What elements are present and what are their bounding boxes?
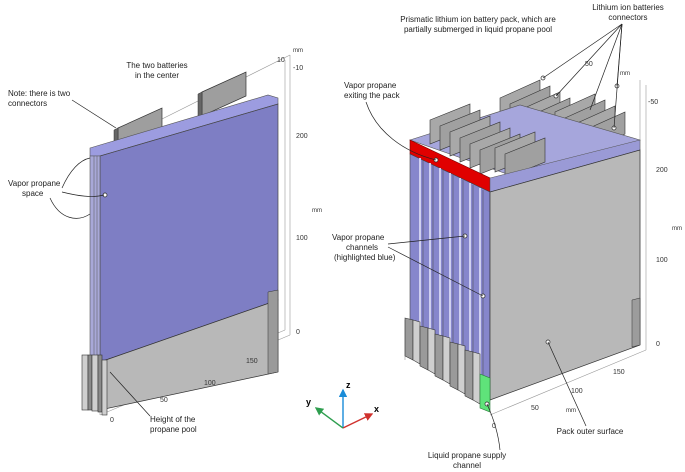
right-tick-x-1: 150 (613, 369, 625, 376)
left-tick-top-2: -10 (293, 65, 303, 72)
right-tick-x-4: 0 (492, 423, 496, 430)
left-tick-x-1: 150 (246, 358, 258, 365)
annotation-prismatic-pack: Prismatic lithium ion battery pack, whic… (400, 15, 556, 34)
annotation-vapor-exit: Vapor propane exiting the pack (344, 81, 437, 161)
left-connector-2 (197, 71, 247, 119)
svg-text:channels: channels (346, 243, 378, 252)
right-axis-labels: 50 mm -50 200 mm 100 0 150 100 50 mm 0 (492, 61, 682, 430)
svg-text:in the center: in the center (135, 71, 179, 80)
left-unit-top: mm (293, 48, 303, 54)
left-tick-z-1: 200 (296, 133, 308, 140)
left-tick-z-2: 100 (296, 235, 308, 242)
right-unit-z: mm (672, 226, 682, 232)
annotation-outer-surface: Pack outer surface (547, 341, 624, 436)
triad-x-axis (342, 413, 374, 429)
right-model (404, 75, 647, 416)
right-outer-surface (489, 149, 641, 401)
svg-text:Prismatic lithium ion battery: Prismatic lithium ion battery pack, whic… (400, 15, 556, 24)
right-connectors-front (429, 103, 546, 179)
triad-z-label: z (346, 380, 351, 390)
svg-text:Height of the: Height of the (150, 415, 196, 424)
left-tick-x-4: 0 (110, 417, 114, 424)
right-tick-x-3: 50 (531, 405, 539, 412)
left-tick-x-3: 50 (160, 397, 168, 404)
right-unit-x: mm (566, 408, 576, 414)
svg-text:connectors: connectors (608, 13, 647, 22)
right-tick-z-2: 100 (656, 257, 668, 264)
triad-y-axis (314, 407, 344, 429)
left-tick-x-2: 100 (204, 380, 216, 387)
svg-text:partially submerged in liquid: partially submerged in liquid propane po… (404, 25, 552, 34)
annotation-two-batteries: The two batteries in the center (126, 61, 187, 80)
svg-text:exiting the pack: exiting the pack (344, 91, 401, 100)
annotation-note-connectors: Note: there is two connectors (8, 89, 117, 129)
svg-text:connectors: connectors (8, 99, 47, 108)
svg-text:Pack outer surface: Pack outer surface (557, 427, 624, 436)
right-tick-top-2: -50 (648, 99, 658, 106)
svg-text:propane pool: propane pool (150, 425, 197, 434)
left-unit-z: mm (312, 208, 322, 214)
right-tick-x-2: 100 (571, 388, 583, 395)
svg-text:Vapor propane: Vapor propane (344, 81, 397, 90)
annotation-pool-height: Height of the propane pool (109, 371, 197, 434)
svg-text:(highlighted blue): (highlighted blue) (334, 253, 396, 262)
svg-text:Vapor propane: Vapor propane (8, 179, 61, 188)
svg-text:Lithium ion batteries: Lithium ion batteries (592, 3, 664, 12)
svg-text:space: space (22, 189, 44, 198)
annotation-li-connectors: Lithium ion batteries connectors (542, 3, 664, 129)
triad-x-label: x (374, 404, 379, 414)
right-tick-z-3: 0 (656, 341, 660, 348)
svg-text:Vapor propane: Vapor propane (332, 233, 385, 242)
left-fins (81, 354, 108, 416)
left-axis-labels: mm 10 -10 200 mm 100 0 150 100 50 0 (110, 48, 322, 424)
svg-text:The two batteries: The two batteries (126, 61, 187, 70)
right-tick-top-1: 50 (585, 61, 593, 68)
annotation-vapor-channels: Vapor propane channels (highlighted blue… (332, 233, 484, 297)
annotation-vapor-space: Vapor propane space (8, 157, 105, 219)
left-model (81, 54, 291, 416)
annotation-supply-channel: Liquid propane supply channel (428, 403, 506, 470)
right-fins (404, 317, 481, 405)
svg-text:Note: there is two: Note: there is two (8, 89, 71, 98)
svg-text:Liquid propane supply: Liquid propane supply (428, 451, 506, 460)
triad-y-label: y (306, 397, 311, 407)
right-supply-channel (479, 373, 491, 413)
right-unit-top: mm (620, 71, 630, 77)
svg-text:channel: channel (453, 461, 481, 470)
axis-triad: z x y (306, 380, 379, 429)
left-tick-top-1: 10 (277, 57, 285, 64)
left-side-wall (89, 155, 101, 363)
left-tick-z-3: 0 (296, 329, 300, 336)
right-tick-z-1: 200 (656, 167, 668, 174)
